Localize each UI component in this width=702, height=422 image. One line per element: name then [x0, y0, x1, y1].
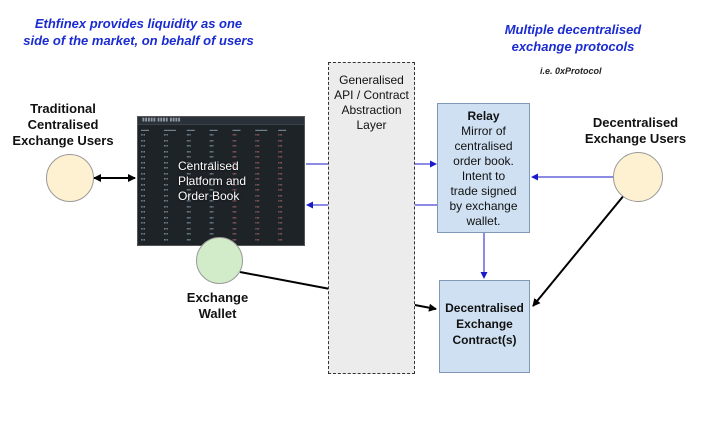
- api-layer-line2: API / Contract: [334, 88, 409, 102]
- orderbook-label-line2: Platform and: [178, 174, 247, 188]
- exchange-wallet-label: Exchange Wallet: [170, 290, 265, 322]
- right-header-note: i.e. 0xProtocol: [540, 66, 602, 76]
- orderbook-texture-row: ▪▪▪▪▪▪▪▪▪▪▪▪▪▪▪▪▪▪▪▪▪: [141, 137, 283, 143]
- api-layer-line3: Abstraction: [341, 103, 402, 117]
- orderbook-rows: ▪▪▪▪▪▪▪▪▪▪▪▪▪▪▪▪▪▪▪▪▪▪▪▪▪▪▪▪▪▪▪▪▪▪▪▪▪▪▪▪…: [138, 132, 304, 242]
- left-header-line1: Ethfinex provides liquidity as one: [34, 16, 243, 31]
- relay-line3: order book.: [453, 154, 514, 168]
- decentralised-users-circle: [613, 152, 663, 202]
- decentralised-users-line1: Decentralised: [592, 115, 679, 130]
- decentralised-users-label: Decentralised Exchange Users: [578, 115, 693, 147]
- orderbook-columns: ▬▬▬▬▬▬▬▬▬▬▬▬▬▬▬▬: [141, 127, 287, 132]
- arrow-users-to-contract: [532, 193, 626, 307]
- exchange-contract-box: Decentralised Exchange Contract(s): [439, 280, 530, 373]
- orderbook-label-line3: Order Book: [178, 189, 240, 203]
- orderbook-texture-row: ▪▪▪▪▪▪▪▪▪▪▪▪▪▪▪▪▪▪▪▪▪: [141, 203, 283, 209]
- orderbook-texture-row: ▪▪▪▪▪▪▪▪▪▪▪▪▪▪▪▪▪▪▪▪▪: [141, 148, 283, 154]
- relay-line6: by exchange: [449, 199, 518, 213]
- relay-line7: wallet.: [466, 214, 501, 228]
- orderbook-texture-row: ▪▪▪▪▪▪▪▪▪▪▪▪▪▪▪▪▪▪▪▪▪: [141, 154, 283, 159]
- orderbook-texture-row: ▪▪▪▪▪▪▪▪▪▪▪▪▪▪▪▪▪▪▪▪▪: [141, 132, 283, 137]
- contract-line3: Contract(s): [452, 333, 517, 347]
- orderbook-texture-row: ▪▪▪▪▪▪▪▪▪▪▪▪▪▪▪▪▪▪▪▪▪: [141, 209, 283, 214]
- traditional-users-circle: [46, 154, 94, 202]
- api-layer-line4: Layer: [356, 118, 387, 132]
- orderbook-texture-row: ▪▪▪▪▪▪▪▪▪▪▪▪▪▪▪▪▪▪▪▪▪: [141, 170, 283, 176]
- exchange-wallet-line2: Wallet: [198, 306, 237, 321]
- orderbook-label: Centralised Platform and Order Book: [178, 159, 246, 204]
- api-abstraction-layer: Generalised API / Contract Abstraction L…: [328, 62, 415, 374]
- orderbook-texture-row: ▪▪▪▪▪▪▪▪▪▪▪▪▪▪▪▪▪▪▪▪▪: [141, 187, 283, 192]
- orderbook-texture-row: ▪▪▪▪▪▪▪▪▪▪▪▪▪▪▪▪▪▪▪▪▪: [141, 220, 283, 225]
- orderbook-texture-row: ▪▪▪▪▪▪▪▪▪▪▪▪▪▪▪▪▪▪▪▪▪: [141, 165, 283, 170]
- right-header-line1: Multiple decentralised: [504, 22, 642, 37]
- relay-line2: centralised: [454, 139, 513, 153]
- relay-line5: trade signed: [450, 184, 517, 198]
- traditional-users-line2: Centralised: [27, 117, 99, 132]
- left-header-line2: side of the market, on behalf of users: [23, 33, 254, 48]
- traditional-users-line3: Exchange Users: [12, 133, 114, 148]
- orderbook-texture-row: ▪▪▪▪▪▪▪▪▪▪▪▪▪▪▪▪▪▪▪▪▪: [141, 225, 283, 231]
- traditional-users-line1: Traditional: [30, 101, 96, 116]
- orderbook-screenshot: ▮▮▮▮▮ ▮▮▮▮ ▮▮▮▮ ▬▬▬▬▬▬▬▬▬▬▬▬▬▬▬▬ ▪▪▪▪▪▪▪…: [137, 116, 305, 246]
- contract-line1: Decentralised: [445, 301, 524, 315]
- api-layer-line1: Generalised: [339, 73, 404, 87]
- orderbook-texture-row: ▪▪▪▪▪▪▪▪▪▪▪▪▪▪▪▪▪▪▪▪▪: [141, 181, 283, 187]
- orderbook-texture-row: ▪▪▪▪▪▪▪▪▪▪▪▪▪▪▪▪▪▪▪▪▪: [141, 143, 283, 148]
- left-header: Ethfinex provides liquidity as one side …: [6, 15, 271, 49]
- orderbook-texture-row: ▪▪▪▪▪▪▪▪▪▪▪▪▪▪▪▪▪▪▪▪▪: [141, 192, 283, 198]
- decentralised-users-line2: Exchange Users: [584, 131, 687, 146]
- traditional-users-label: Traditional Centralised Exchange Users: [8, 101, 118, 149]
- contract-line2: Exchange: [456, 317, 513, 331]
- right-header-line2: exchange protocols: [511, 39, 635, 54]
- orderbook-texture-row: ▪▪▪▪▪▪▪▪▪▪▪▪▪▪▪▪▪▪▪▪▪: [141, 198, 283, 203]
- orderbook-label-line1: Centralised: [178, 159, 239, 173]
- orderbook-texture-row: ▪▪▪▪▪▪▪▪▪▪▪▪▪▪▪▪▪▪▪▪▪: [141, 159, 283, 165]
- relay-title: Relay: [467, 109, 500, 123]
- exchange-wallet-line1: Exchange: [186, 290, 249, 305]
- orderbook-texture-row: ▪▪▪▪▪▪▪▪▪▪▪▪▪▪▪▪▪▪▪▪▪: [141, 176, 283, 181]
- right-header: Multiple decentralised exchange protocol…: [474, 21, 672, 55]
- orderbook-texture-row: ▪▪▪▪▪▪▪▪▪▪▪▪▪▪▪▪▪▪▪▪▪: [141, 231, 283, 236]
- exchange-wallet-circle: [196, 237, 243, 284]
- orderbook-header-bar: ▮▮▮▮▮ ▮▮▮▮ ▮▮▮▮: [138, 117, 304, 125]
- orderbook-texture-row: ▪▪▪▪▪▪▪▪▪▪▪▪▪▪▪▪▪▪▪▪▪: [141, 214, 283, 220]
- relay-box: Relay Mirror of centralised order book. …: [437, 103, 530, 233]
- relay-line1: Mirror of: [461, 124, 506, 138]
- relay-line4: Intent to: [461, 169, 506, 183]
